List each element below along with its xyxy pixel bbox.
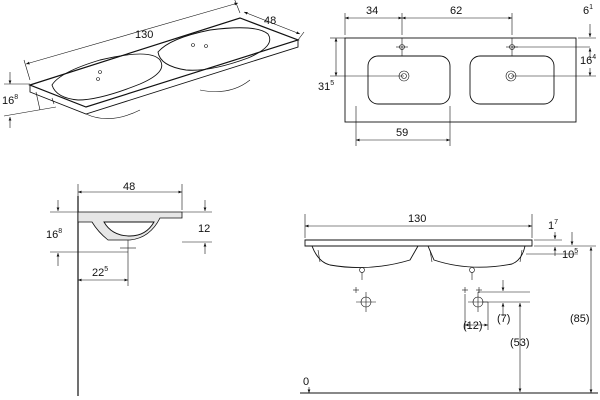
dim-front-53: (53) [510, 337, 530, 349]
dim-top-62: 62 [450, 5, 462, 17]
dim-top-59: 59 [396, 127, 408, 139]
top-view: 34 62 61 164 315 59 [318, 4, 596, 146]
dim-front-12: (12) [463, 320, 483, 332]
dim-side-48: 48 [123, 181, 135, 193]
top-left-bowl [367, 55, 451, 105]
fixing-point-right [462, 287, 488, 312]
dim-persp-depth: 48 [264, 15, 276, 27]
fixing-point-left [353, 287, 376, 312]
top-right-bowl [469, 55, 555, 105]
right-bowl [157, 27, 271, 71]
dim-top-34: 34 [366, 5, 378, 17]
dim-side-12: 12 [198, 223, 210, 235]
dim-top-164: 164 [580, 54, 596, 67]
dim-front-85: (85) [570, 313, 590, 325]
dim-persp-height: 168 [2, 94, 18, 107]
dim-front-zero: 0 [303, 376, 309, 388]
dim-front-7: (7) [497, 313, 510, 325]
side-view: 48 168 12 225 [46, 181, 212, 396]
dim-top-315: 315 [318, 80, 334, 93]
dim-persp-length: 130 [135, 29, 153, 41]
front-view: 130 17 105 (85) 0 [300, 213, 598, 394]
dim-front-130: 130 [408, 213, 426, 225]
dim-front-17: 17 [548, 219, 558, 232]
perspective-view: 130 48 168 [2, 0, 305, 128]
dim-top-61: 61 [583, 4, 593, 17]
dim-side-225: 225 [92, 266, 108, 279]
dim-front-105: 105 [562, 248, 578, 261]
dim-side-168: 168 [46, 228, 62, 241]
